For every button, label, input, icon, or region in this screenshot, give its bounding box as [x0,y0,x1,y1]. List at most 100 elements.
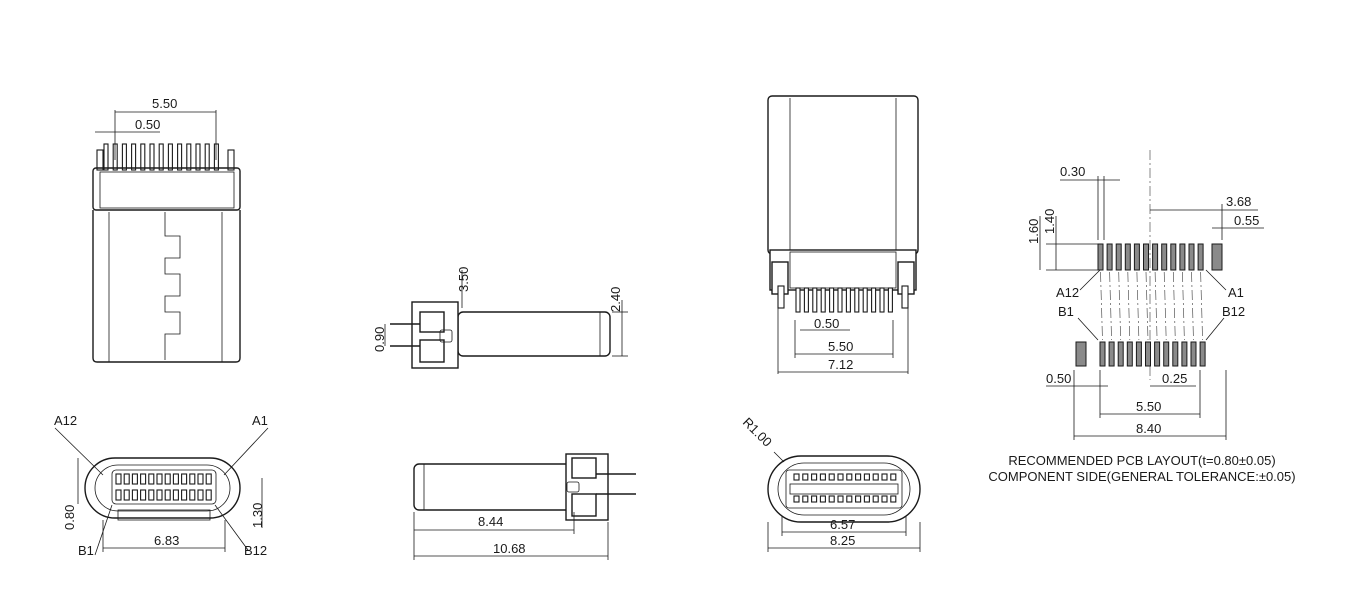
end-view-mating-shell-inner [777,462,911,516]
pcb-outer-pad-dim: 0.55 [1234,213,1259,228]
pcb-pad-b [1108,341,1115,367]
end-view-mating-contact [872,473,879,481]
end-view-plug-label-a12: A12 [54,413,77,428]
end-view-mating-contact [881,495,888,503]
top-view: 0.50 5.50 7.12 [767,95,919,374]
front-view-pin [167,143,173,171]
pcb-pad-guide [1100,271,1103,341]
front-view-pins [96,143,235,171]
end-view-mating-contact [881,473,888,481]
top-view-pin-outer [901,285,909,309]
side-view: 3.50 2.40 0.90 [372,267,628,369]
end-view-plug-contact [131,489,138,501]
end-view-mating-center-bar [789,483,899,495]
end-view-mating: R1.00 6.57 8.25 [740,415,921,552]
pcb-pad-a [1161,243,1168,271]
pcb-label-b1: B1 [1058,304,1074,319]
end-view-mating-contact [846,473,853,481]
pcb-row-height-inner-dim: 1.40 [1042,209,1057,234]
pcb-pad-b [1145,341,1151,367]
top-view-pin [820,287,826,313]
side-view-slot [439,329,453,343]
end-view-mating-inner-dim: 6.57 [830,517,855,532]
end-view-mating-radius-dim: R1.00 [740,415,775,450]
top-view-pin [879,287,885,313]
pcb-pad-b-outer [1075,341,1087,367]
end-view-mating-tongue [785,469,903,509]
pcb-pad-guide [1182,271,1185,341]
side-view-height-body-dim: 2.40 [608,287,623,312]
end-view-plug-label-a1: A1 [252,413,268,428]
end-view-mating-contact [819,473,826,481]
end-view-mating-contact [863,473,870,481]
end-view-mating-contact [819,495,826,503]
end-view-plug-contact [172,473,179,485]
bottom-side-view-total-dim: 10.68 [493,541,526,556]
front-view-pitch-dim: 0.50 [135,117,160,132]
pcb-pad-b [1181,341,1188,367]
pcb-row-offset-dim: 0.25 [1162,371,1187,386]
pcb-label-b12: B12 [1222,304,1245,319]
top-view-pin [862,287,868,313]
bottom-side-view-inner-dim: 8.44 [478,514,503,529]
end-view-plug-contact [205,489,212,501]
end-view-mating-contact [811,473,818,481]
end-view-plug-tongue [111,469,217,505]
end-view-mating-contact [855,473,862,481]
top-view-pin [837,287,843,313]
end-view-mating-contact [863,495,870,503]
front-view-pin [121,143,127,171]
leader-line [94,504,113,556]
end-view-mating-contact [828,495,835,503]
end-view-mating-contact [802,495,809,503]
side-view-pin-spacing-dim: 0.90 [372,327,387,352]
side-view-height-total-dim: 3.50 [456,267,471,292]
side-view-latch-bottom [419,339,445,363]
end-view-mating-contact [837,495,844,503]
pcb-pad-guide [1163,271,1167,341]
top-view-pin [795,287,801,313]
end-view-mating-contact [890,473,897,481]
pcb-pad-b [1199,341,1206,367]
top-view-pin [803,287,809,313]
end-view-plug-contact [115,489,122,501]
end-view-mating-contact [811,495,818,503]
pcb-pad-b [1135,341,1142,367]
end-view-plug-contact [140,473,147,485]
bottom-side-view: 8.44 10.68 [413,453,636,560]
pcb-pad-guide [1109,271,1112,341]
front-view-pin-outer [227,149,235,171]
end-view-mating-contact [802,473,809,481]
pcb-pad-b [1163,341,1170,367]
pcb-row-height-outer-dim: 1.60 [1026,219,1041,244]
end-view-plug-contact [197,489,204,501]
end-view-mating-contact [846,495,853,503]
front-view-pin [195,143,201,171]
front-view-pin-outer [96,149,104,171]
end-view-plug-label-b1: B1 [78,543,94,558]
front-view-pin [177,143,183,171]
end-view-plug-contact [131,473,138,485]
top-view-pin [854,287,860,313]
front-view-body [92,210,241,363]
pcb-pad-b [1172,341,1179,367]
pcb-layout-pads-row-b [1075,341,1206,367]
front-view-pin [140,143,146,171]
pcb-pad-guide [1118,271,1122,341]
pcb-total-dim: 8.40 [1136,421,1161,436]
end-view-plug-contact [156,489,163,501]
bottom-side-view-body [413,463,575,511]
front-view-shell-inner [99,171,235,209]
pcb-pad-guide [1136,271,1140,341]
front-view-seam [164,212,181,360]
leader-line [1077,317,1099,341]
end-view-plug-shell-outer [84,457,241,519]
top-view-pins [777,285,909,313]
end-view-plug: A12 A1 B1 B12 0.80 1.30 6.83 [54,413,269,558]
end-view-plug-height-left-dim: 0.80 [62,505,77,530]
end-view-mating-contact [837,473,844,481]
pcb-label-a1: A1 [1228,285,1244,300]
end-view-plug-contact [197,473,204,485]
pcb-pad-a [1179,243,1186,271]
